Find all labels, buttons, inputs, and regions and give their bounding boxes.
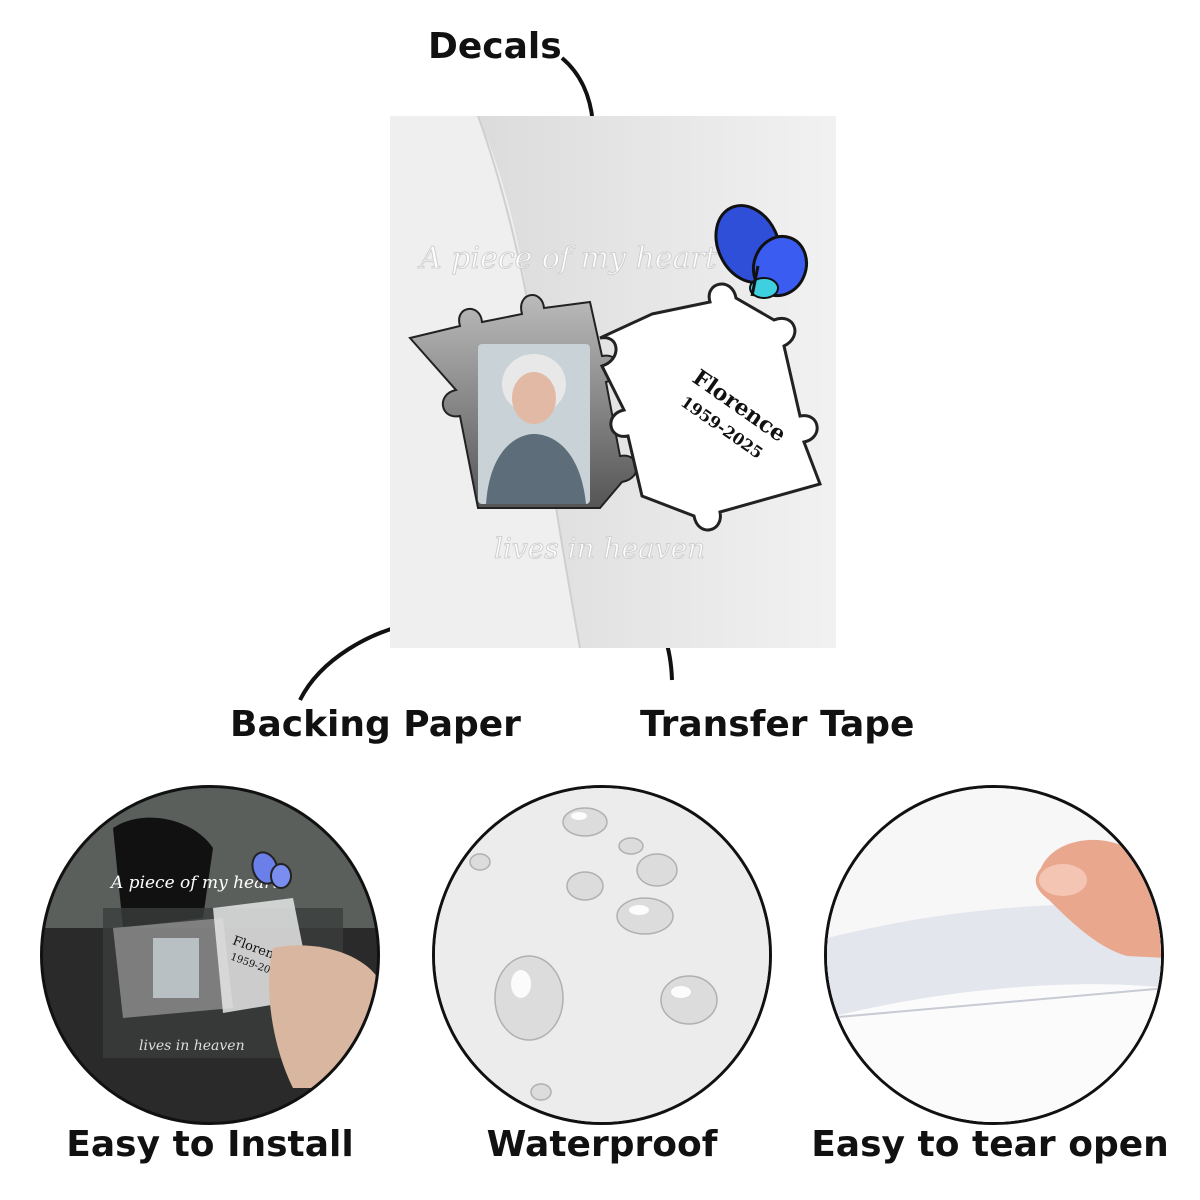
right-puzzle-piece: [599, 282, 822, 532]
portrait-photo: [478, 344, 590, 504]
feature-easy-install-label: Easy to Install: [66, 1124, 354, 1165]
install-photo: A piece of my heart Florence 1959-2025 l…: [40, 785, 380, 1125]
decals-label: Decals: [428, 26, 562, 67]
backing-paper-label: Backing Paper: [230, 704, 521, 745]
mini-bottom-phrase: lives in heaven: [139, 1038, 245, 1054]
mini-butterfly-icon: [251, 851, 292, 889]
finger-icon: [1035, 830, 1161, 958]
decal-top-phrase: A piece of my heart: [417, 241, 718, 276]
tear-open-photo: [824, 785, 1164, 1125]
decal-sheet: A piece of my heart Florence 1959-2025 l…: [390, 115, 836, 649]
feature-waterproof-label: Waterproof: [486, 1124, 718, 1165]
decal-bottom-phrase: lives in heaven: [494, 532, 705, 565]
waterproof-photo: [432, 785, 772, 1125]
feature-tear-open-label: Easy to tear open: [811, 1124, 1169, 1165]
mini-top-phrase: A piece of my heart: [109, 873, 279, 893]
butterfly-icon: [714, 204, 808, 299]
transfer-tape-label: Transfer Tape: [640, 704, 915, 745]
